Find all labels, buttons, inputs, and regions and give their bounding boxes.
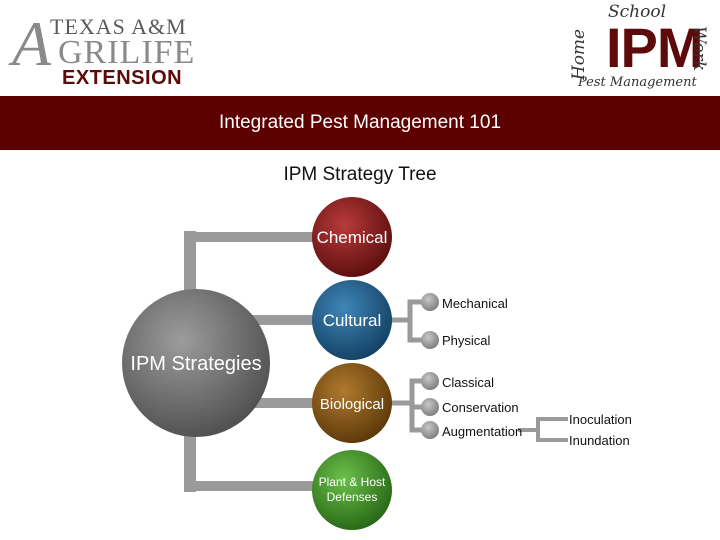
cultural-circle — [312, 280, 392, 360]
leaf-conservation: Conservation — [442, 400, 519, 415]
leaf-dot-classical — [421, 372, 439, 390]
leaf-dot-physical — [421, 331, 439, 349]
branch-chemical: Chemical — [312, 197, 392, 277]
texas-am-agrilife-logo: TEXAS A&M A GRILIFE EXTENSION — [10, 8, 230, 90]
leaf-dot-augmentation — [421, 421, 439, 439]
ipm-logo-school: School — [608, 2, 667, 22]
branch-cultural: Cultural — [312, 280, 392, 360]
ipm-logo: School Home IPM Work Pest Management — [569, 2, 718, 94]
connector-cultural-leaves — [377, 299, 433, 343]
logo-agrilife-text: GRILIFE — [58, 34, 196, 71]
chemical-label: Chemical — [317, 228, 388, 247]
connector-augmentation — [518, 417, 568, 442]
logo-a-initial: A — [12, 8, 52, 79]
leaf-dot-conservation — [421, 398, 439, 416]
title-banner: Integrated Pest Management 101 — [0, 96, 720, 150]
branch-plant-host-defenses: Plant & Host Defenses — [312, 450, 392, 530]
page-title: Integrated Pest Management 101 — [218, 112, 502, 133]
leaf-classical: Classical — [442, 375, 494, 390]
ipm-logo-pest-management: Pest Management — [578, 75, 697, 90]
diagram-title: IPM Strategy Tree — [283, 164, 437, 185]
leaf-physical: Physical — [442, 333, 491, 348]
leaf-mechanical: Mechanical — [442, 296, 508, 311]
branch-biological: Biological — [312, 363, 392, 443]
logo-texas-am-text: TEXAS A&M — [50, 14, 187, 39]
chemical-circle — [312, 197, 392, 277]
plant-host-label-line2: Defenses — [327, 490, 378, 504]
leaf-augmentation: Augmentation — [442, 424, 522, 439]
plant-host-label-line1: Plant & Host — [319, 475, 386, 489]
logo-extension-text: EXTENSION — [62, 67, 183, 89]
root-node: IPM Strategies — [122, 289, 270, 437]
leaf-dot-mechanical — [421, 293, 439, 311]
biological-label: Biological — [320, 396, 384, 413]
ipm-logo-main: IPM — [606, 16, 704, 79]
cultural-label: Cultural — [323, 311, 382, 330]
leaf-dots — [421, 293, 439, 439]
root-label: IPM Strategies — [130, 353, 261, 375]
plant-host-circle — [312, 450, 392, 530]
root-circle — [122, 289, 270, 437]
leaf-inundation: Inundation — [569, 433, 630, 448]
biological-circle — [312, 363, 392, 443]
leaf-inoculation: Inoculation — [569, 412, 632, 427]
